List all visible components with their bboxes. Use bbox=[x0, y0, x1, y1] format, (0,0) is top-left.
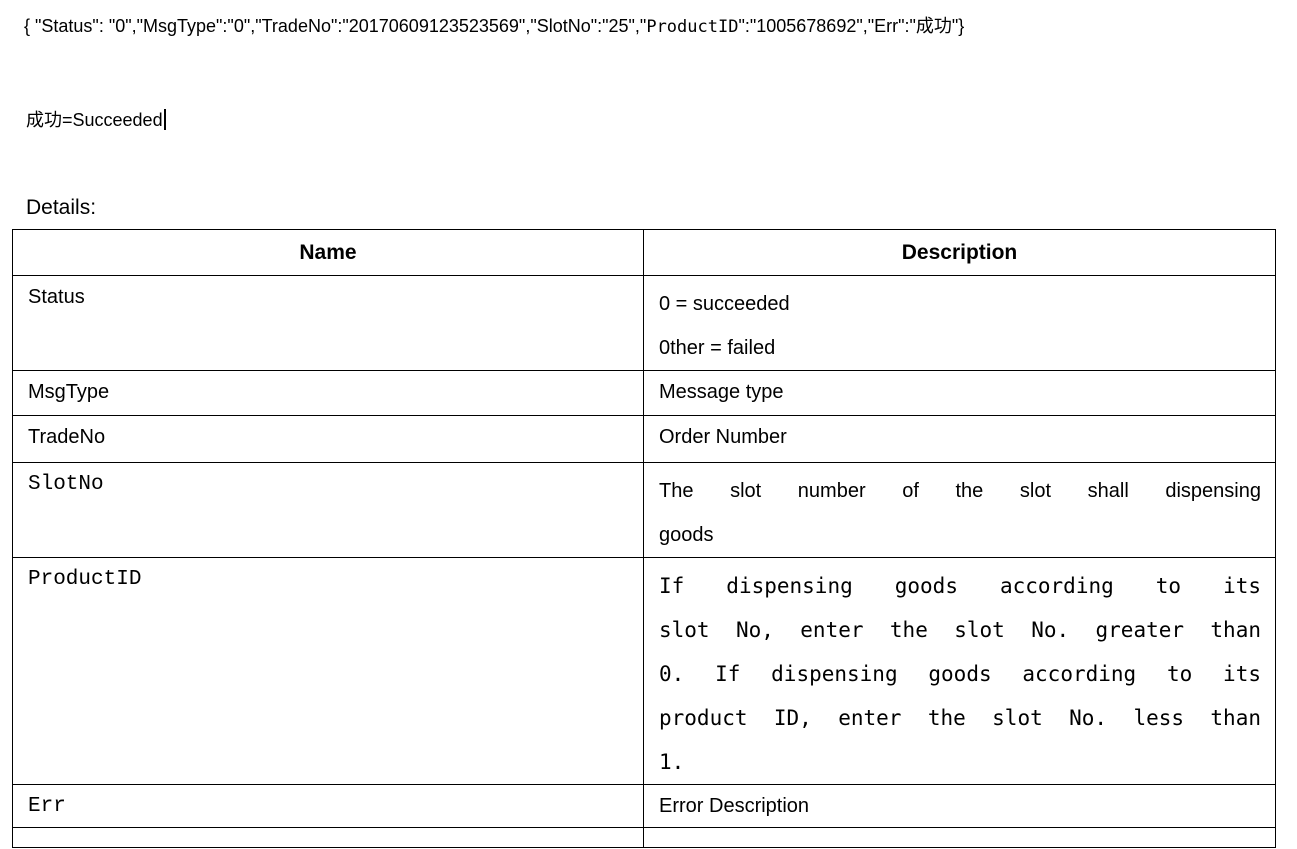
description-line: Message type bbox=[659, 381, 784, 403]
name-cell-msgtype[interactable]: MsgType bbox=[12, 370, 644, 416]
details-label[interactable]: Details: bbox=[26, 196, 97, 219]
field-name: TradeNo bbox=[28, 426, 106, 448]
name-column-header[interactable]: Name bbox=[12, 229, 644, 276]
json-response-line[interactable]: { "Status": "0","MsgType":"0","TradeNo":… bbox=[24, 14, 1297, 39]
description-line: 0ther = failed bbox=[659, 337, 776, 359]
description-cell-msgtype[interactable]: Message type bbox=[643, 370, 1276, 416]
table-row-tradeno: TradeNo Order Number bbox=[12, 415, 1276, 463]
description-cell-productid[interactable]: If dispensing goods according to its slo… bbox=[643, 557, 1276, 785]
description-line: 1. bbox=[659, 750, 685, 774]
description-line: If dispensing goods according to its bbox=[659, 574, 1261, 598]
description-line: Order Number bbox=[659, 426, 787, 448]
field-name: SlotNo bbox=[28, 473, 104, 496]
description-cell-partial[interactable] bbox=[643, 827, 1276, 848]
description-cell-slotno[interactable]: The slot number of the slot shall dispen… bbox=[643, 462, 1276, 558]
description-line: product ID, enter the slot No. less than bbox=[659, 706, 1261, 730]
details-table: Name Description Status 0 = succeeded 0t… bbox=[12, 229, 1276, 848]
table-row-msgtype: MsgType Message type bbox=[12, 370, 1276, 416]
name-cell-status[interactable]: Status bbox=[12, 275, 644, 371]
json-line-productid-key: ProductID bbox=[646, 17, 739, 37]
field-name: ProductID bbox=[28, 568, 142, 591]
name-cell-productid[interactable]: ProductID bbox=[12, 557, 644, 785]
name-cell-tradeno[interactable]: TradeNo bbox=[12, 415, 644, 463]
description-line: Error Description bbox=[659, 795, 810, 817]
description-line: 0 = succeeded bbox=[659, 293, 790, 315]
description-line: The slot number of the slot shall dispen… bbox=[659, 480, 1261, 502]
table-row-partial bbox=[12, 827, 1276, 848]
name-cell-slotno[interactable]: SlotNo bbox=[12, 462, 644, 558]
description-line: goods bbox=[659, 524, 714, 546]
translation-note-text: 成功=Succeeded bbox=[26, 110, 163, 130]
table-row-productid: ProductID If dispensing goods according … bbox=[12, 557, 1276, 785]
description-cell-tradeno[interactable]: Order Number bbox=[643, 415, 1276, 463]
table-header-row: Name Description bbox=[12, 229, 1276, 276]
description-line: slot No, enter the slot No. greater than bbox=[659, 618, 1261, 642]
field-name: Err bbox=[28, 795, 66, 818]
description-cell-err[interactable]: Error Description bbox=[643, 784, 1276, 828]
description-cell-status[interactable]: 0 = succeeded 0ther = failed bbox=[643, 275, 1276, 371]
field-name: MsgType bbox=[28, 381, 110, 403]
document-page: { "Status": "0","MsgType":"0","TradeNo":… bbox=[0, 14, 1297, 849]
translation-note-line[interactable]: 成功=Succeeded bbox=[26, 108, 1297, 132]
json-line-head: { "Status": "0","MsgType":"0","TradeNo":… bbox=[24, 16, 647, 36]
text-caret bbox=[163, 109, 166, 130]
json-line-tail: ":"1005678692","Err":"成功"} bbox=[738, 16, 965, 36]
table-row-slotno: SlotNo The slot number of the slot shall… bbox=[12, 462, 1276, 558]
field-name: Status bbox=[28, 286, 85, 308]
name-cell-partial[interactable] bbox=[12, 827, 644, 848]
description-column-header[interactable]: Description bbox=[643, 229, 1276, 276]
table-row-status: Status 0 = succeeded 0ther = failed bbox=[12, 275, 1276, 371]
name-cell-err[interactable]: Err bbox=[12, 784, 644, 828]
table-row-err: Err Error Description bbox=[12, 784, 1276, 828]
description-line: 0. If dispensing goods according to its bbox=[659, 662, 1261, 686]
